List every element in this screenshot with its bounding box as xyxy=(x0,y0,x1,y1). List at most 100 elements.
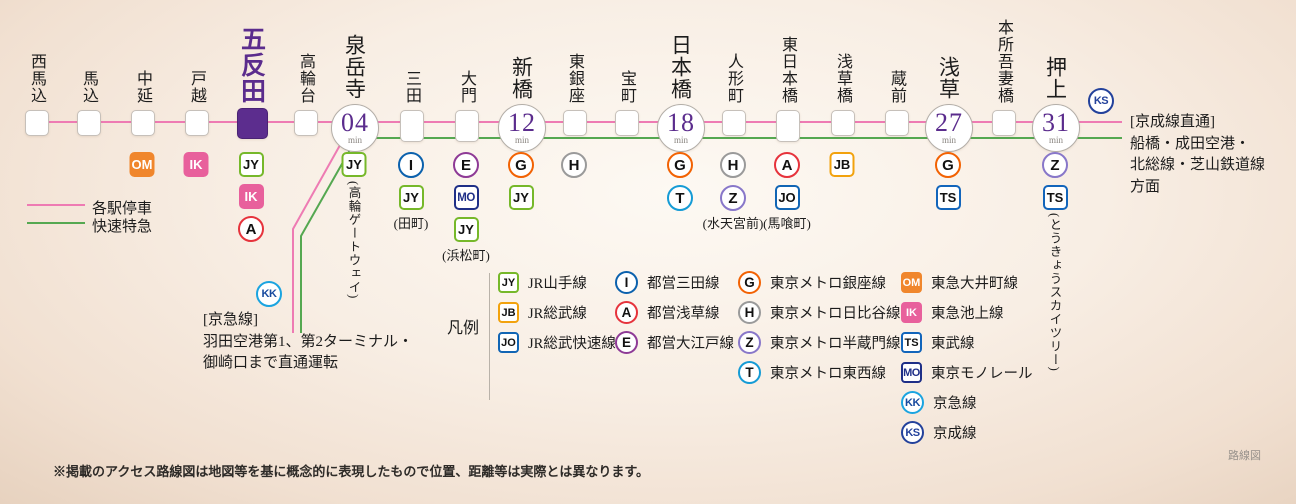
keikyu-note-line: 羽田空港第1、第2ターミナル・ xyxy=(203,333,414,350)
line-badge-jy: JY xyxy=(341,152,367,177)
station-marker xyxy=(776,110,800,142)
legend-label: JR総武線 xyxy=(528,306,587,322)
minutes-unit: min xyxy=(941,134,956,145)
station-alias-note: (とうきょうスカイツリー) xyxy=(1047,213,1062,372)
station-name: 日本橋 xyxy=(668,34,693,100)
keikyu-branch-express-line xyxy=(300,140,356,333)
line-badge-z: Z xyxy=(720,185,746,211)
line-badge-mo: MO xyxy=(901,362,922,383)
station-name: 浅草 xyxy=(936,56,961,100)
line-badge-g: G xyxy=(935,152,961,178)
line-badge-ik: IK xyxy=(238,184,264,209)
station-name: 大門 xyxy=(458,70,475,104)
keikyu-line-badge-slot: KK xyxy=(256,281,282,307)
station-name: 本所吾妻橋 xyxy=(995,19,1012,104)
line-badge-jy: JY xyxy=(508,185,534,210)
station-badges: Z TS xyxy=(1042,152,1068,210)
legend-label: 都営三田線 xyxy=(647,276,720,292)
line-badge-jy: JY xyxy=(238,152,264,177)
line-badge-t: T xyxy=(738,361,761,384)
station-alias-note: (馬喰町) xyxy=(763,216,811,231)
station-badges: IK xyxy=(183,152,209,177)
line-badge-h: H xyxy=(720,152,746,178)
local-line-sample xyxy=(27,204,85,206)
minutes-value: 12 xyxy=(508,108,536,138)
station-marker xyxy=(455,110,479,142)
legend-label: 東急池上線 xyxy=(931,306,1004,322)
station-name: 浅草橋 xyxy=(834,53,851,104)
line-badge-om: OM xyxy=(901,272,922,293)
legend-label: 京成線 xyxy=(933,426,977,442)
station-marker xyxy=(722,110,746,136)
line-badge-e: E xyxy=(453,152,479,178)
station-marker xyxy=(831,110,855,136)
line-badge-ks: KS xyxy=(901,421,924,444)
line-badge-h: H xyxy=(561,152,587,178)
station-badges: G JY xyxy=(508,152,534,210)
keisei-note-line: 船橋・成田空港・ xyxy=(1130,135,1251,152)
line-badge-ts: TS xyxy=(901,332,922,353)
legend-label: 都営大江戸線 xyxy=(647,336,734,352)
station-name: 五反田 xyxy=(237,26,265,104)
local-line-label: 各駅停車 xyxy=(92,201,153,217)
legend-divider xyxy=(489,273,490,400)
line-badge-z: Z xyxy=(1042,152,1068,178)
line-badge-t: T xyxy=(667,185,693,211)
corner-label: 路線図 xyxy=(1228,450,1261,462)
station-name: 泉岳寺 xyxy=(342,34,367,100)
line-badge-a: A xyxy=(238,216,264,242)
station-alias-note: (浜松町) xyxy=(442,248,490,263)
station-name: 新橋 xyxy=(509,56,534,100)
line-badge-a: A xyxy=(615,301,638,324)
highlight-station-marker xyxy=(236,108,268,139)
station-badges: JY IK A xyxy=(238,152,264,242)
minutes-unit: min xyxy=(1048,134,1063,145)
legend-label: JR総武快速線 xyxy=(528,336,616,352)
minutes-value: 04 xyxy=(341,108,369,138)
keikyu-note-line: [京急線] xyxy=(203,312,258,328)
line-badge-g: G xyxy=(738,271,761,294)
legend-title: 凡例 xyxy=(447,320,480,337)
line-badge-i: I xyxy=(615,271,638,294)
legend-label: 東京メトロ東西線 xyxy=(770,366,886,382)
station-alias-note: (田町) xyxy=(393,216,429,231)
station-name: 東銀座 xyxy=(566,53,583,104)
legend-label: 京急線 xyxy=(933,396,977,412)
line-badge-g: G xyxy=(508,152,534,178)
station-name: 戸越 xyxy=(188,70,205,104)
line-badge-ts: TS xyxy=(1042,185,1068,210)
legend-label: 東急大井町線 xyxy=(931,276,1018,292)
legend-row: OM 東急大井町線 xyxy=(901,272,1033,293)
minutes-unit: min xyxy=(347,134,362,145)
station-name: 高輪台 xyxy=(297,53,314,104)
station-marker xyxy=(25,110,49,136)
legend-row: T 東京メトロ東西線 xyxy=(738,361,901,384)
station-badges: OM xyxy=(129,152,155,177)
station-marker xyxy=(563,110,587,136)
line-badge-g: G xyxy=(667,152,693,178)
minutes-unit: min xyxy=(673,134,688,145)
express-line-sample xyxy=(27,222,85,224)
keisei-note-line: 北総線・芝山鉄道線 xyxy=(1130,157,1266,173)
keisei-line-badge-slot: KS xyxy=(1088,88,1114,114)
